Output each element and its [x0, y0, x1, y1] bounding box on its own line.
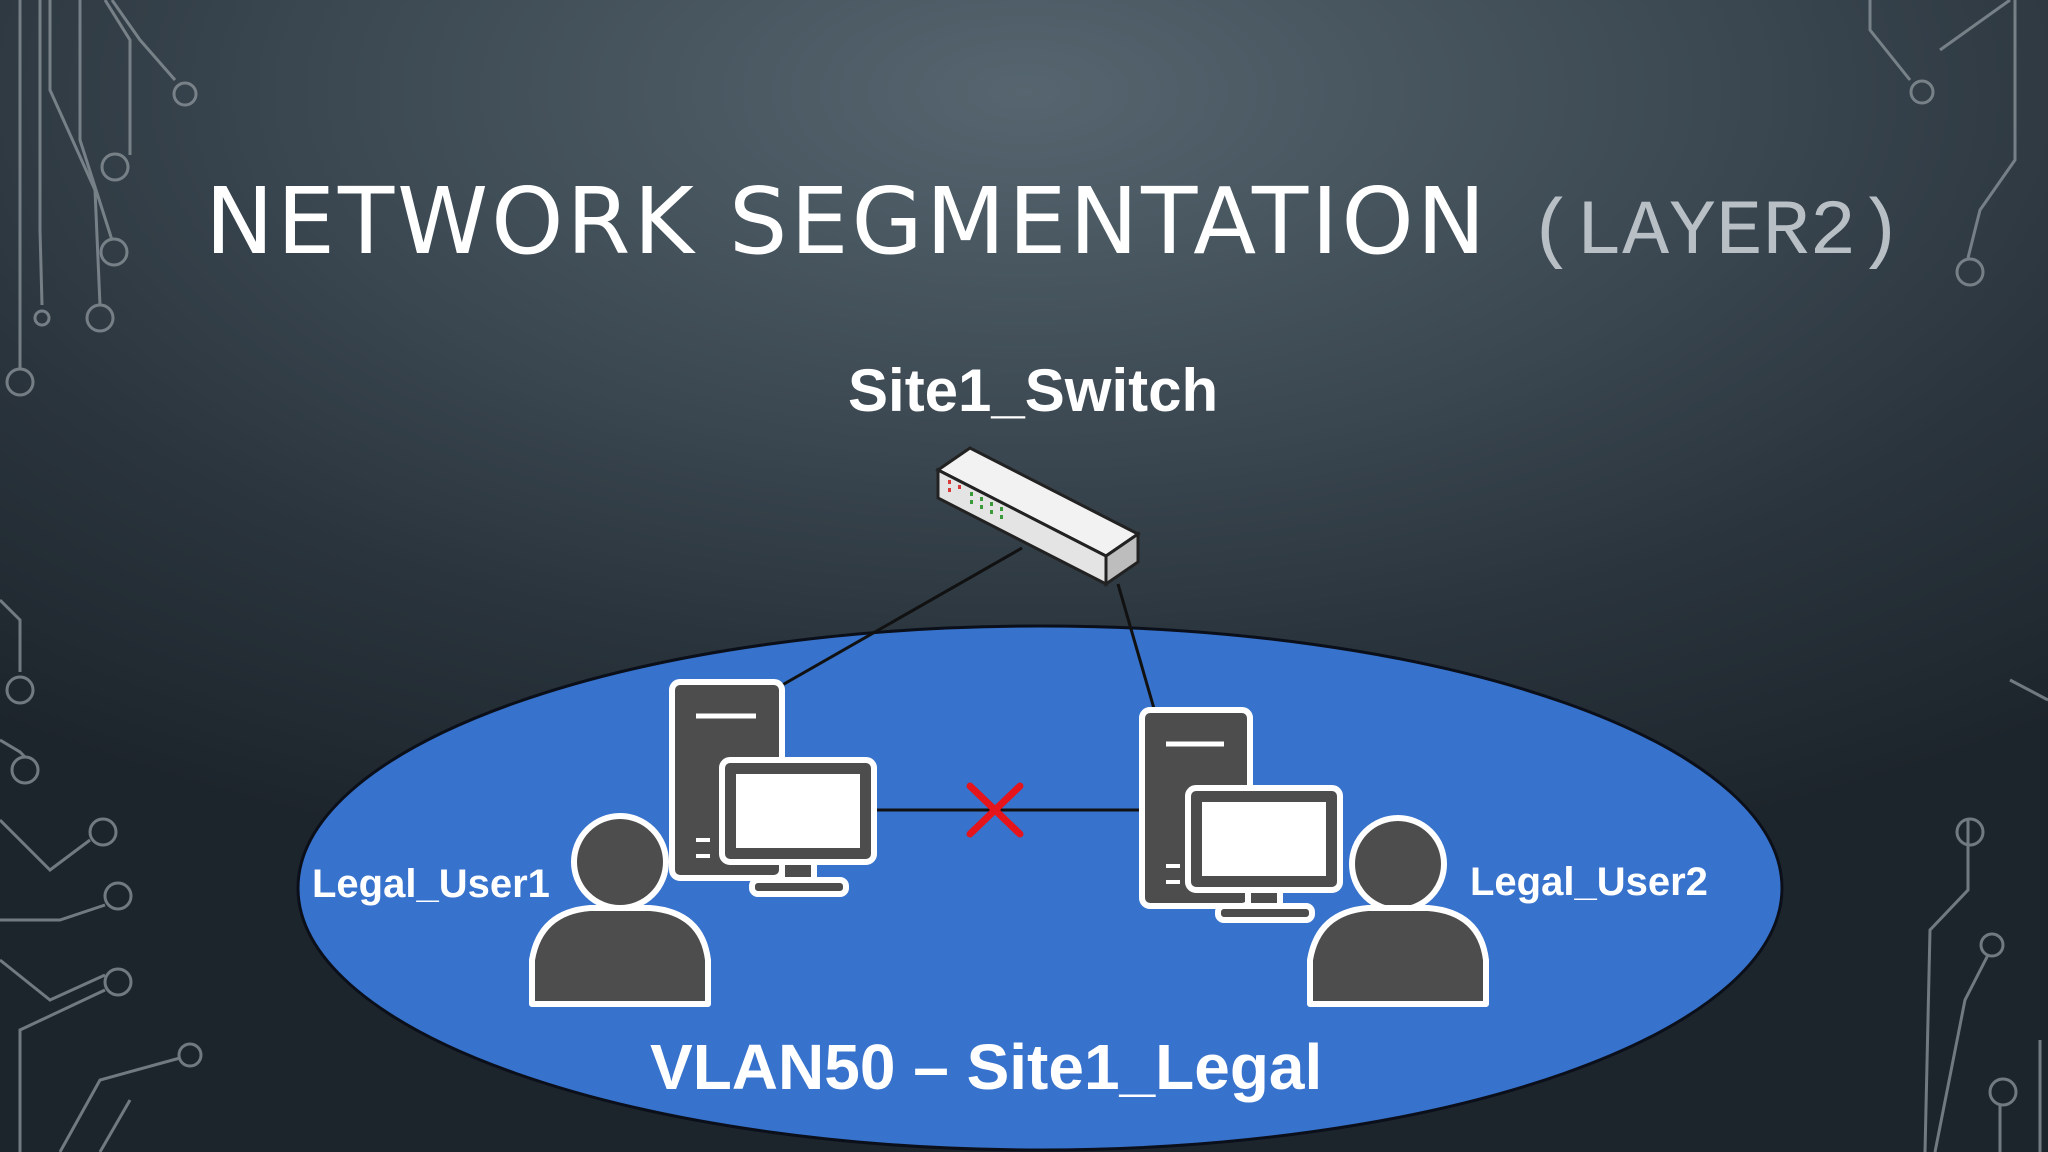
user2-workstation-icon — [1139, 707, 1489, 1007]
user1-label: Legal_User1 — [312, 862, 550, 906]
slide-title: NETWORK SEGMENTATION (LAYER2) — [205, 168, 2005, 288]
link-switch-user1 — [769, 546, 1023, 694]
title-text: NETWORK SEGMENTATION — [205, 168, 1489, 275]
user1-workstation-icon — [529, 679, 877, 1007]
red-x-icon — [966, 782, 1024, 838]
network-switch-icon — [935, 446, 1141, 587]
link-switch-user2 — [1116, 583, 1157, 713]
user2-label: Legal_User2 — [1470, 860, 1708, 904]
switch-label: Site1_Switch — [848, 357, 1219, 424]
title-subtitle: (LAYER2) — [1528, 189, 1904, 277]
vlan-label: VLAN50 – Site1_Legal — [650, 1031, 1323, 1103]
